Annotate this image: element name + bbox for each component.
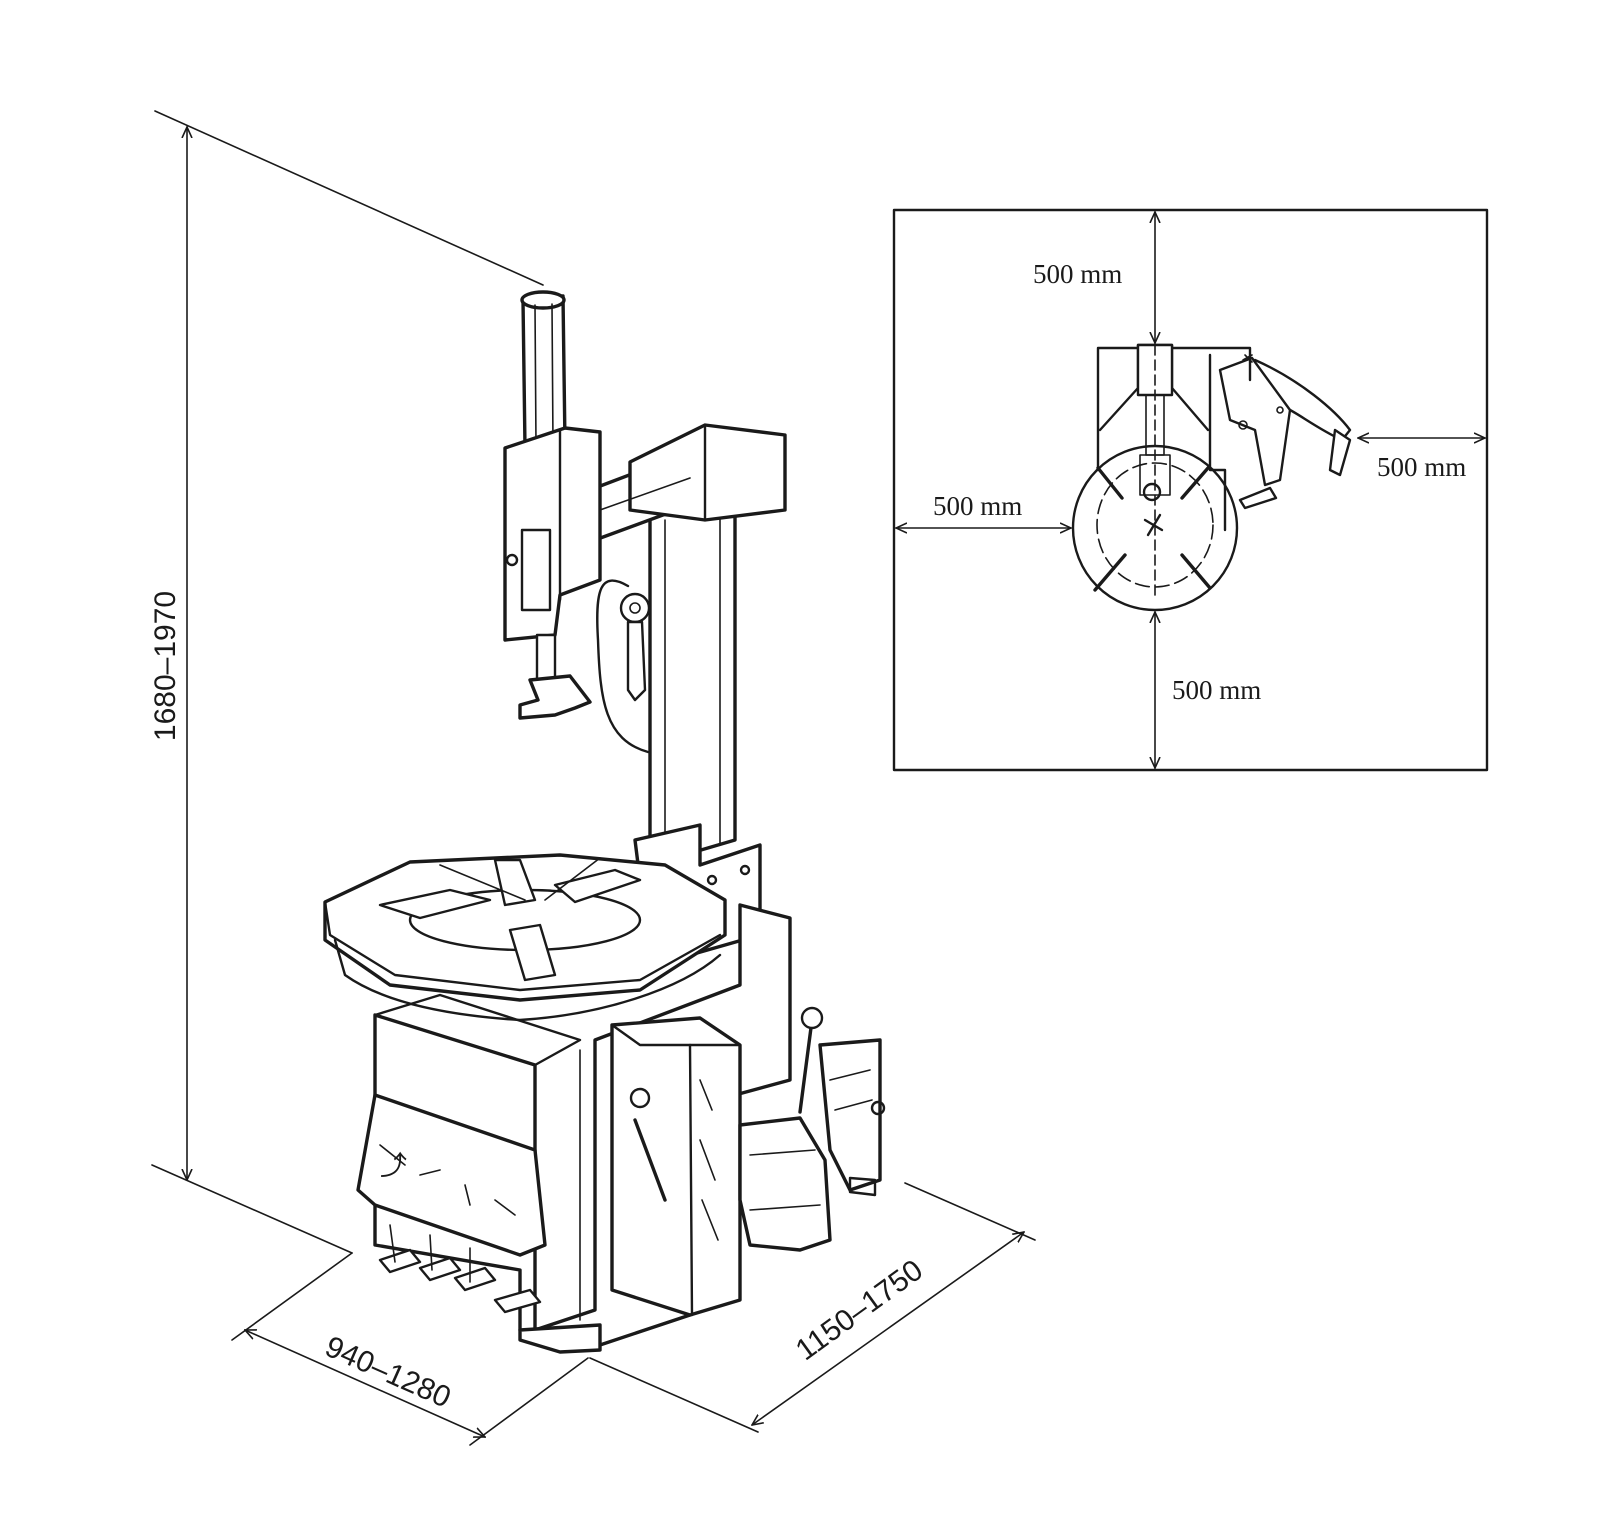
air-hose bbox=[596, 579, 650, 754]
clearance-plan-view: 500 mm 500 mm 500 mm 500 mm bbox=[892, 208, 1489, 772]
dimension-lines bbox=[151, 110, 1036, 1446]
depth-extension-left bbox=[589, 1357, 759, 1433]
pedal-panel bbox=[356, 1093, 547, 1257]
control-lever bbox=[798, 1018, 814, 1114]
post-cap bbox=[520, 290, 566, 310]
width-extension-left bbox=[231, 1252, 353, 1341]
height-extension-bottom bbox=[151, 1164, 353, 1254]
depth-label: 1150–1750 bbox=[790, 1253, 929, 1367]
bead-breaker-paddle bbox=[738, 1116, 832, 1252]
bead-breaker-arm bbox=[818, 1038, 882, 1192]
pedal-1 bbox=[378, 1248, 422, 1274]
plan-machine-outline bbox=[1071, 343, 1352, 612]
clearance-top-label: 500 mm bbox=[1033, 259, 1122, 289]
clearance-frame bbox=[892, 208, 1489, 772]
tool-shaft bbox=[535, 633, 557, 682]
height-label: 1680–1970 bbox=[149, 591, 182, 741]
pedal-2 bbox=[418, 1256, 462, 1282]
arm-head-box bbox=[628, 423, 787, 522]
clearance-bottom-label: 500 mm bbox=[1172, 675, 1261, 705]
head-housing bbox=[503, 426, 602, 642]
inflator-gun bbox=[626, 620, 647, 702]
rear-column bbox=[648, 493, 737, 867]
clamp-jaw-3 bbox=[553, 868, 642, 904]
vertical-post bbox=[521, 294, 567, 450]
clearance-right-label: 500 mm bbox=[1377, 452, 1466, 482]
clearance-left-label: 500 mm bbox=[933, 491, 1022, 521]
depth-dimension-line bbox=[752, 1232, 1024, 1425]
pressure-gauge bbox=[619, 592, 651, 624]
depth-extension-right bbox=[904, 1182, 1036, 1241]
mount-demount-tool bbox=[518, 674, 592, 720]
width-dimension-line bbox=[245, 1330, 485, 1437]
height-extension-top bbox=[154, 110, 544, 286]
plan-turntable bbox=[1071, 444, 1239, 612]
svg-text:⤴: ⤴ bbox=[380, 1151, 407, 1181]
bead-breaker-column bbox=[610, 1016, 742, 1317]
base-foot bbox=[518, 1323, 602, 1354]
pedal-3 bbox=[453, 1266, 497, 1292]
bead-breaker-lever bbox=[633, 1118, 667, 1202]
width-extension-right bbox=[469, 1357, 589, 1446]
clamp-jaw-4 bbox=[508, 923, 557, 982]
tire-changer-machine: ⤴ bbox=[323, 290, 886, 1354]
clamp-jaw-1 bbox=[378, 888, 492, 920]
pedal-4 bbox=[493, 1288, 542, 1314]
